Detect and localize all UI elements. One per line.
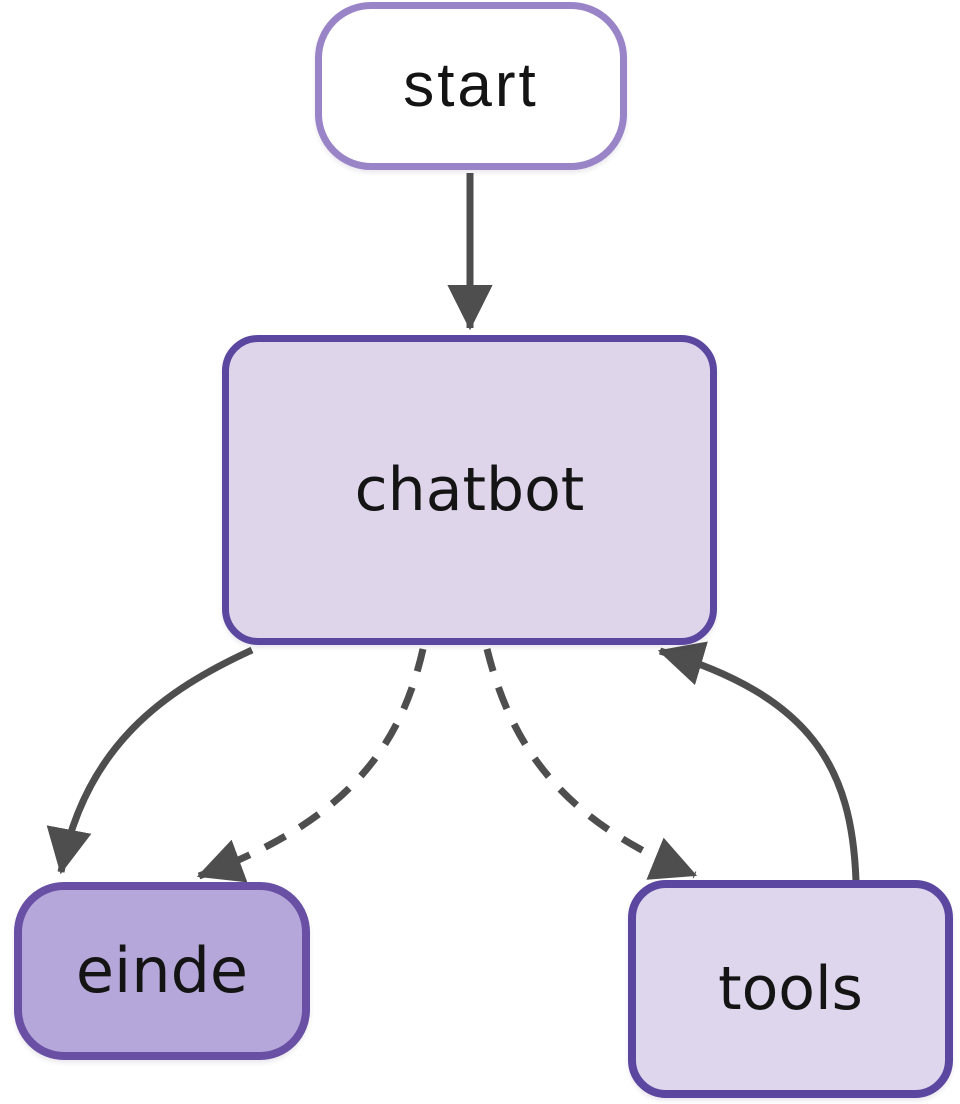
node-tools: tools xyxy=(628,880,953,1098)
node-einde-label: einde xyxy=(75,934,249,1007)
node-einde: einde xyxy=(14,882,310,1060)
node-start-label: start xyxy=(403,51,539,120)
edge-chatbot-to-einde-dashed xyxy=(196,648,427,883)
node-chatbot-label: chatbot xyxy=(354,455,585,525)
node-tools-label: tools xyxy=(718,954,863,1024)
node-chatbot: chatbot xyxy=(222,335,717,645)
edge-chatbot-to-einde-solid xyxy=(46,646,254,875)
edge-chatbot-to-tools-dashed xyxy=(483,648,698,880)
node-start: start xyxy=(315,2,627,170)
edge-tools-to-chatbot xyxy=(657,641,860,882)
